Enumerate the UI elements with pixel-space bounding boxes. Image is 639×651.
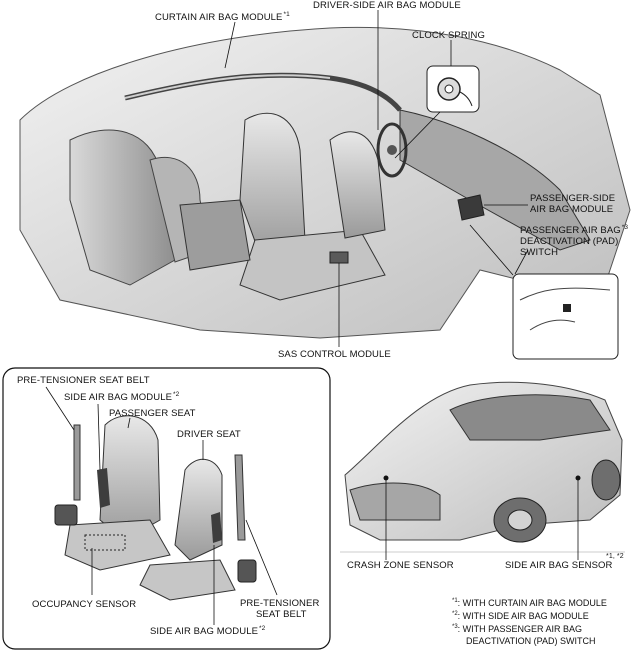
vehicle-interior-illustration: [19, 10, 631, 360]
passenger-seat-label: PASSENGER SEAT: [109, 408, 196, 419]
pad-switch-label: PASSENGER AIR BAG*3 DEACTIVATION (PAD) S…: [520, 224, 629, 258]
passenger-side-air-bag-module-label: PASSENGER-SIDE AIR BAG MODULE: [530, 193, 616, 215]
side-air-bag-module-top-label: SIDE AIR BAG MODULE*2: [64, 391, 180, 403]
footnote-1: *1: WITH CURTAIN AIR BAG MODULE: [452, 598, 607, 608]
seats-illustration: [45, 386, 278, 625]
pre-tensioner-seat-belt-label: PRE-TENSIONER SEAT BELT: [17, 375, 150, 386]
clock-spring-label: CLOCK SPRING: [412, 30, 485, 41]
sas-control-module-label: SAS CONTROL MODULE: [278, 349, 391, 360]
footnote-2: *2: WITH SIDE AIR BAG MODULE: [452, 611, 589, 621]
occupancy-sensor-label: OCCUPANCY SENSOR: [32, 599, 137, 610]
driver-side-air-bag-module-label: DRIVER-SIDE AIR BAG MODULE: [313, 0, 461, 11]
side-air-bag-module-bottom-label: SIDE AIR BAG MODULE*2: [150, 625, 266, 637]
car-exterior-illustration: [340, 381, 625, 560]
crash-zone-sensor-label: CRASH ZONE SENSOR: [347, 560, 454, 571]
side-air-bag-sensor-label: SIDE AIR BAG SENSOR: [505, 560, 613, 571]
footnote-3: *3: WITH PASSENGER AIR BAG: [452, 624, 583, 634]
side-air-bag-sensor-note: *1, *2: [606, 553, 624, 560]
driver-seat-label: DRIVER SEAT: [177, 429, 241, 440]
seat-detail-panel: [2, 367, 331, 650]
footnote-3-continued: DEACTIVATION (PAD) SWITCH: [466, 636, 596, 646]
curtain-air-bag-module-label: CURTAIN AIR BAG MODULE*1: [155, 11, 290, 23]
pre-tensioner-seat-belt-right-label: PRE-TENSIONER SEAT BELT: [240, 598, 320, 620]
